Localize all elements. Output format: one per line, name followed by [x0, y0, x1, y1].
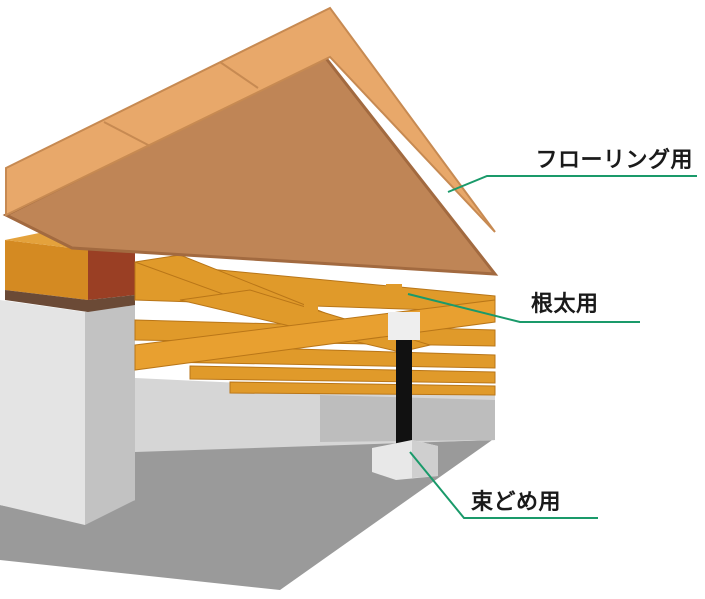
foundation-side [85, 300, 135, 525]
leader-joist [407, 293, 640, 323]
steel-floor-post [396, 340, 412, 445]
flooring-seam-1 [103, 121, 151, 147]
label-flooring: フローリング用 [535, 148, 693, 173]
flooring-seam-2 [219, 61, 259, 89]
post-cap-block [388, 312, 420, 340]
flooring-board-layer [5, 6, 496, 233]
post-base-block-side [412, 440, 438, 478]
leader-post [409, 451, 598, 519]
joist-stub-2 [386, 284, 402, 304]
sill-underside [5, 290, 135, 312]
label-post-fastening: 束どめ用 [471, 490, 562, 515]
sill-front [5, 240, 88, 300]
label-joist: 根太用 [531, 292, 599, 317]
joist-stub-1 [304, 296, 318, 314]
leader-lines [407, 175, 697, 519]
ground-surface [0, 438, 495, 590]
leader-flooring [447, 175, 697, 193]
foundation-front [0, 300, 85, 525]
